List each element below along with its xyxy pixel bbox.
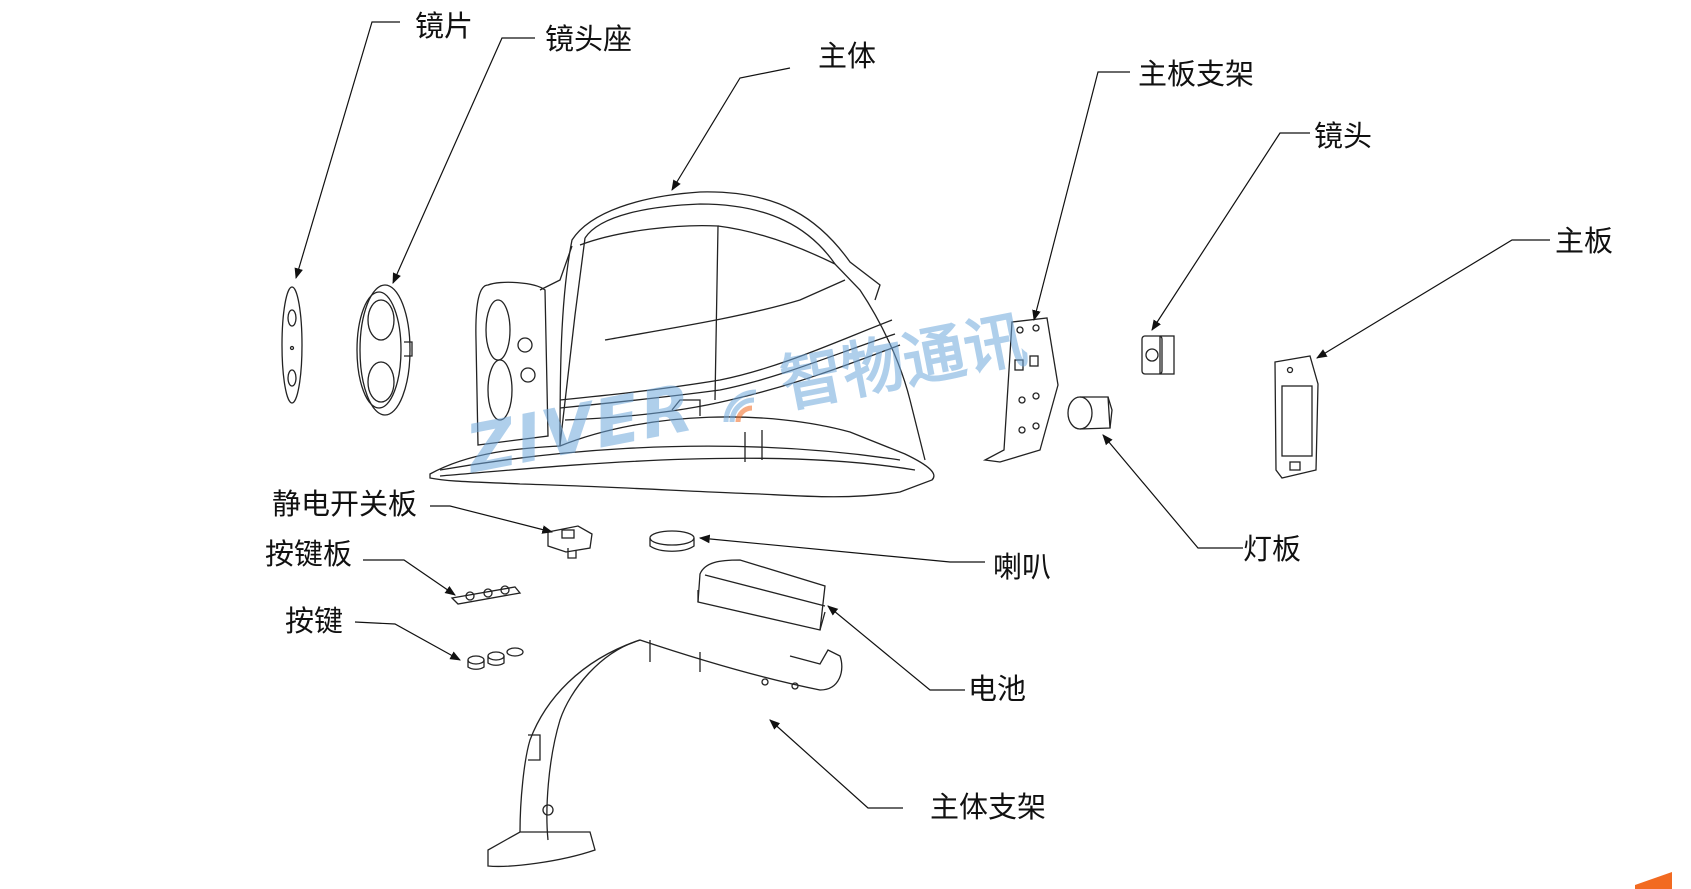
battery-part [697, 559, 826, 631]
label-lens-holder: 镜头座 [545, 22, 633, 56]
helmet-body-part [429, 191, 935, 498]
leader-lens-holder [392, 37, 535, 284]
watermark-signal-icon [723, 389, 757, 423]
key-board-part [450, 585, 522, 605]
leader-key-board [363, 559, 456, 596]
body-bracket-part [487, 639, 843, 867]
lens-part [281, 286, 303, 404]
camera-part [1141, 335, 1175, 375]
leader-key [354, 621, 461, 661]
label-body-bracket: 主体支架 [930, 790, 1047, 824]
leader-main-board [1316, 239, 1550, 359]
light-board-part [1067, 396, 1113, 430]
label-camera: 镜头 [1314, 119, 1373, 153]
leader-speaker [698, 534, 985, 563]
leader-body-bracket [769, 719, 903, 809]
leader-static-switch [430, 505, 554, 534]
key-part [467, 647, 524, 670]
lens-holder-part [356, 284, 413, 416]
label-main-board: 主板 [1555, 224, 1614, 258]
leader-lens [294, 21, 400, 280]
leader-main-body [671, 67, 791, 191]
label-board-bracket: 主板支架 [1138, 57, 1255, 91]
label-light-board: 灯板 [1243, 532, 1302, 566]
board-bracket-part [982, 317, 1059, 463]
label-speaker: 喇叭 [993, 550, 1052, 584]
leader-camera [1151, 132, 1310, 331]
leader-battery [827, 605, 965, 691]
leader-board-bracket [1032, 71, 1130, 322]
main-board-part [1274, 355, 1319, 479]
static-switch-board-part [547, 525, 593, 559]
speaker-part [649, 530, 695, 552]
label-key-board: 按键板 [265, 537, 353, 571]
label-key: 按键 [285, 604, 344, 638]
label-battery: 电池 [968, 672, 1027, 706]
leader-light-board [1102, 434, 1243, 549]
label-main-body: 主体 [818, 39, 877, 73]
label-static-switch-board: 静电开关板 [272, 487, 418, 521]
corner-accent-mark [1635, 872, 1672, 889]
label-lens: 镜片 [415, 9, 474, 43]
